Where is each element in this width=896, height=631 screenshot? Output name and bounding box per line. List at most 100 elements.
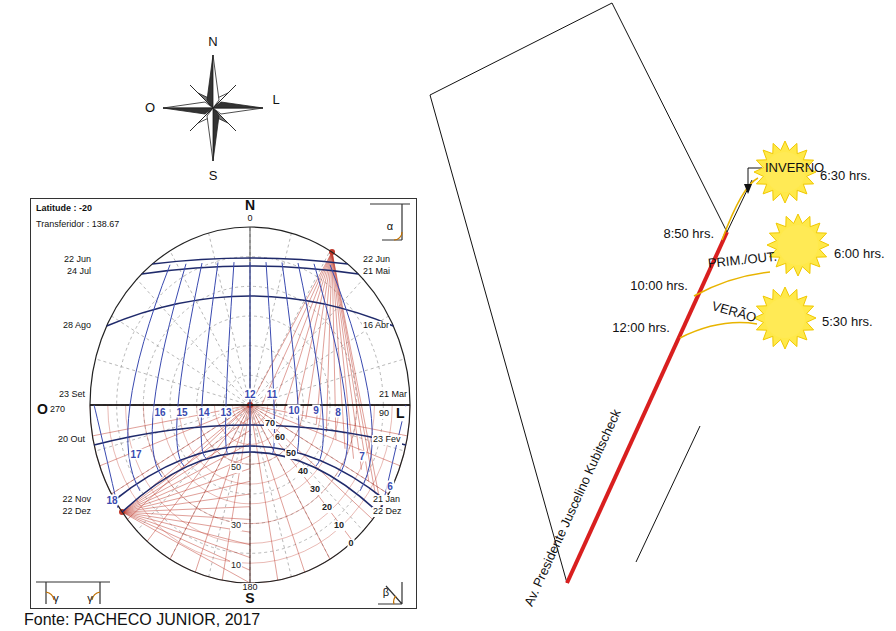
sun-icon xyxy=(767,214,829,276)
date-curve xyxy=(122,452,378,512)
street-facade xyxy=(567,232,727,583)
date-label: 22 Jun xyxy=(63,255,92,265)
angle-symbol: α xyxy=(387,220,393,232)
site-plan xyxy=(430,3,829,583)
chart-stroke xyxy=(122,512,250,583)
compass-letter: L xyxy=(272,93,279,107)
azimuth-number: 0 xyxy=(247,214,252,224)
hour-line xyxy=(94,405,118,508)
date-label: 22 Jun xyxy=(362,255,391,265)
hour-number: 17 xyxy=(129,449,142,460)
protractor-number: 30 xyxy=(230,521,242,531)
hour-number: 7 xyxy=(358,451,366,462)
season-label: VERÃO xyxy=(710,299,758,325)
compass-letter: S xyxy=(209,169,218,183)
hour-line xyxy=(152,264,186,477)
time-label: 6:00 hrs. xyxy=(834,247,885,261)
chart-stroke xyxy=(137,279,250,405)
protractor-number: 60 xyxy=(274,433,286,443)
date-label: 22 Dez xyxy=(61,507,92,517)
protractor-number: 10 xyxy=(333,521,345,531)
chart-stroke xyxy=(250,405,291,577)
date-label: 28 Ago xyxy=(62,321,92,331)
horizon-circle xyxy=(90,227,410,583)
chart-stroke xyxy=(250,227,251,583)
protractor-number: 50 xyxy=(285,449,297,459)
facade-extension xyxy=(727,180,752,232)
date-label: 20 Out xyxy=(57,435,86,445)
date-label: 24 Jul xyxy=(66,267,92,277)
chart-stroke xyxy=(250,405,405,451)
avenue-line xyxy=(636,426,700,562)
protractor-number: 50 xyxy=(230,463,242,473)
date-label: 16 Abr xyxy=(362,321,390,331)
chart-stroke xyxy=(122,469,250,512)
angle-symbol: γ xyxy=(87,592,93,604)
chart-stroke xyxy=(122,418,250,512)
protractor-number: 0 xyxy=(347,539,354,549)
source-caption: Fonte: PACHECO JUNIOR, 2017 xyxy=(24,611,260,629)
hour-line xyxy=(201,262,218,458)
chart-stroke xyxy=(332,252,345,449)
azimuth-number: 270 xyxy=(49,405,66,415)
compass-rose xyxy=(163,55,263,161)
time-label: 8:50 hrs. xyxy=(663,227,714,241)
chart-stroke xyxy=(95,405,250,451)
arrowhead xyxy=(744,184,752,194)
chart-stroke xyxy=(250,251,330,405)
angle-symbol: β xyxy=(383,586,389,598)
date-curve xyxy=(115,446,386,500)
chart-stroke xyxy=(273,252,332,407)
time-label: 10:00 hrs. xyxy=(630,279,688,293)
chart-stroke xyxy=(92,405,250,436)
date-label: 23 Fev xyxy=(372,435,402,445)
chart-stroke xyxy=(332,252,362,470)
date-label: 23 Set xyxy=(58,390,86,400)
sun-icon xyxy=(754,287,816,349)
axis-letter: L xyxy=(395,406,406,421)
hour-number: 14 xyxy=(197,407,210,418)
date-label: 22 Nov xyxy=(61,495,92,505)
hour-number: 18 xyxy=(105,495,118,506)
chart-stroke xyxy=(122,512,250,570)
date-label: 21 Mai xyxy=(362,267,391,277)
chart-stroke xyxy=(122,512,250,519)
hour-line xyxy=(382,405,406,508)
protractor-number: 20 xyxy=(321,503,333,513)
chart-stroke xyxy=(209,405,250,577)
hour-line xyxy=(177,263,202,466)
hour-number: 12 xyxy=(243,389,256,400)
axis-letter: N xyxy=(245,198,255,213)
protractor-number: 10 xyxy=(230,561,242,571)
date-label: 21 Jan xyxy=(372,495,401,505)
protractor-number: 40 xyxy=(297,467,309,477)
date-label: 22 Dez xyxy=(372,507,403,517)
hour-line xyxy=(314,264,348,477)
sun-ray-winter xyxy=(722,178,758,240)
hour-number: 11 xyxy=(266,389,279,400)
hour-number: 16 xyxy=(153,407,166,418)
time-label: 12:00 hrs. xyxy=(612,321,670,335)
hour-line xyxy=(282,262,299,458)
chart-stroke xyxy=(122,507,250,512)
axis-letter: O xyxy=(36,402,49,417)
chart-stroke xyxy=(122,430,250,512)
chart-stroke xyxy=(250,405,408,436)
hour-number: 9 xyxy=(312,405,320,416)
chart-stroke xyxy=(122,481,250,512)
hour-number: 6 xyxy=(386,481,394,492)
protractor-number: 70 xyxy=(264,419,276,429)
hour-line xyxy=(128,265,170,491)
azimuth-number: 90 xyxy=(378,409,390,419)
chart-frame xyxy=(31,199,417,609)
date-label: 21 Mar xyxy=(378,390,408,400)
chart-stroke xyxy=(170,251,250,405)
chart-stroke xyxy=(122,512,250,545)
angle-symbol: γ xyxy=(53,592,59,604)
season-label: INVERNO xyxy=(765,161,824,175)
street-name: Av. Presidente Juscelino Kubitscheck xyxy=(522,407,624,608)
hour-number: 10 xyxy=(287,405,300,416)
hour-number: 13 xyxy=(219,407,232,418)
chart-note: Transferidor : 138.67 xyxy=(36,220,119,230)
